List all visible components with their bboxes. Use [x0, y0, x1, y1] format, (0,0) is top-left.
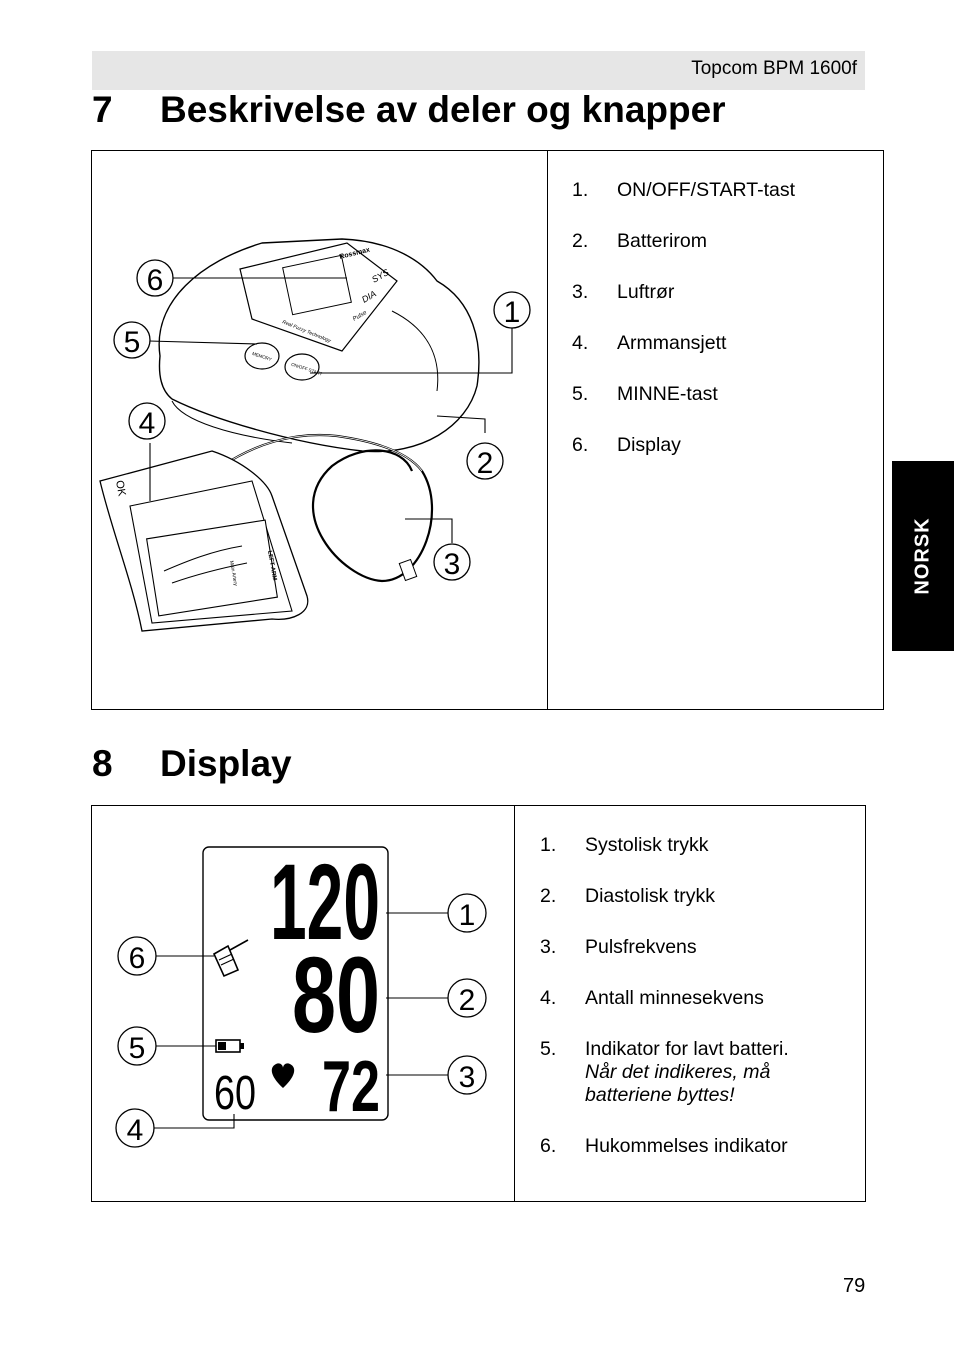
- lcd-callout-1: 1: [447, 893, 487, 933]
- svg-text:6: 6: [129, 942, 146, 975]
- svg-text:5: 5: [124, 326, 141, 359]
- lcd-callout-2: 2: [447, 978, 487, 1018]
- heart-icon: [271, 1063, 295, 1088]
- memory-button-label: MEMORY: [252, 351, 273, 362]
- svg-text:4: 4: [127, 1114, 144, 1147]
- section-7-number: 7: [92, 89, 113, 130]
- svg-text:2: 2: [459, 984, 476, 1017]
- svg-text:1: 1: [504, 296, 521, 329]
- section-7-list: 1.ON/OFF/START-tast 2.Batterirom 3.Luftr…: [572, 179, 795, 485]
- memory-button-drawing: [244, 342, 280, 370]
- list-item: 5.Indikator for lavt batteri.Når det ind…: [540, 1038, 835, 1107]
- lcd-callout-6: 6: [117, 936, 157, 976]
- list-item: 4.Antall minnesekvens: [540, 987, 764, 1009]
- cuff-left-arm-label: LEFT ARM: [266, 550, 277, 581]
- lcd-callout-5: 5: [117, 1026, 157, 1066]
- lcd-memory-count: 60: [214, 1067, 256, 1120]
- list-item: 6.Hukommelses indikator: [540, 1135, 788, 1157]
- list-item: 1.ON/OFF/START-tast: [572, 179, 796, 201]
- section-7-divider: [547, 151, 548, 709]
- lcd-panel: [202, 846, 389, 1121]
- list-item: 2.Batterirom: [572, 230, 707, 252]
- callout-5: 5: [113, 321, 151, 359]
- battery-note: Når det indikeres, må batteriene byttes!: [585, 1061, 771, 1106]
- callout-3: 3: [433, 543, 471, 581]
- callout-4: 4: [128, 402, 166, 440]
- svg-text:3: 3: [459, 1061, 476, 1094]
- list-item: 4.Armmansjett: [572, 332, 727, 354]
- svg-text:1: 1: [459, 899, 476, 932]
- memory-indicator-icon: [212, 939, 249, 978]
- list-item: 5.MINNE-tast: [572, 383, 718, 405]
- section-8-title: Display: [160, 743, 292, 784]
- list-item: 3.Luftrør: [572, 281, 675, 303]
- section-8-box: 120 80 72 60 1 2: [91, 805, 866, 1202]
- battery-low-icon: [215, 1039, 244, 1053]
- lcd-illustration: 120 80 72 60 1 2: [115, 841, 487, 1148]
- section-7-box: Rossmax SYS DIA Pulse Real Fuzzy Technol…: [91, 150, 884, 710]
- svg-text:5: 5: [129, 1032, 146, 1065]
- page-number: 79: [843, 1275, 866, 1297]
- header-bar: Topcom BPM 1600f: [92, 51, 865, 90]
- list-item: 6.Display: [572, 434, 681, 456]
- cuff-ok-label: OK: [113, 479, 128, 497]
- section-8-divider: [514, 806, 515, 1201]
- cuff-main-artery-label: Main Artery: [228, 560, 238, 586]
- list-item: 1.Systolisk trykk: [540, 834, 709, 856]
- callout-1: 1: [493, 291, 531, 329]
- language-tab-label: NORSK: [911, 517, 934, 595]
- list-item: 3.Pulsfrekvens: [540, 936, 697, 958]
- lcd-callout-3: 3: [447, 1055, 487, 1095]
- svg-text:4: 4: [139, 407, 156, 440]
- section-7-title: Beskrivelse av deler og knapper: [160, 89, 726, 130]
- svg-text:6: 6: [147, 264, 164, 297]
- lcd-callout-4: 4: [115, 1108, 155, 1148]
- section-8-list: 1.Systolisk trykk 2.Diastolisk trykk 3.P…: [540, 834, 835, 1186]
- device-illustration: Rossmax SYS DIA Pulse Real Fuzzy Technol…: [99, 238, 531, 632]
- lcd-pulse: 72: [322, 1047, 380, 1127]
- lcd-diastolic: 80: [292, 934, 380, 1055]
- callout-6: 6: [136, 259, 174, 297]
- header-title: Topcom BPM 1600f: [691, 58, 857, 79]
- svg-text:2: 2: [477, 447, 494, 480]
- language-side-tab: NORSK: [892, 461, 954, 651]
- section-8-number: 8: [92, 743, 113, 784]
- lcd-systolic: 120: [270, 841, 380, 962]
- list-item: 2.Diastolisk trykk: [540, 885, 716, 907]
- svg-text:3: 3: [444, 548, 461, 581]
- callout-2: 2: [466, 442, 504, 480]
